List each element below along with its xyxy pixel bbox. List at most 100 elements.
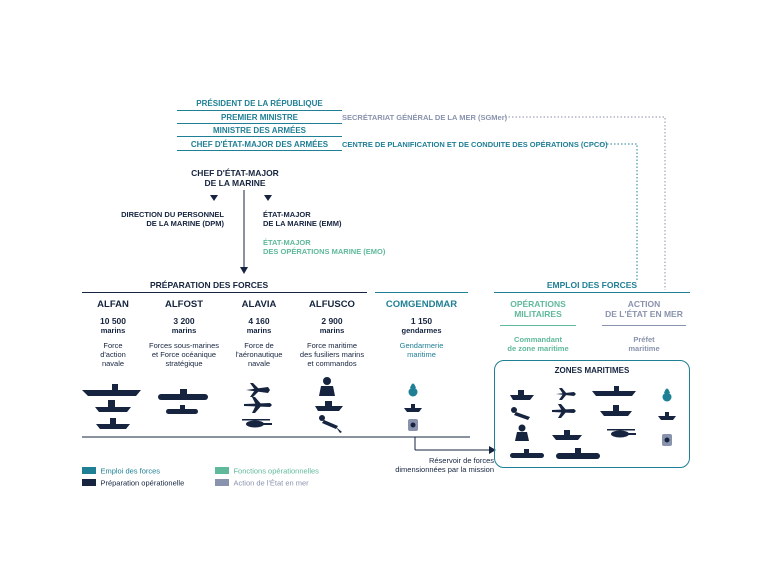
- action-sub: Préfet maritime: [596, 335, 692, 353]
- comgendmar-rule: [375, 292, 468, 293]
- force-name: ALFOST: [165, 299, 203, 310]
- action-line2: DE L'ÉTAT EN MER: [605, 309, 683, 319]
- force-count: 10 500: [100, 316, 126, 326]
- operations-rule: [500, 325, 576, 326]
- force-name: ALAVIA: [241, 299, 277, 310]
- sgmer-label: SECRÉTARIAT GÉNÉRAL DE LA MER (SGMer): [342, 113, 508, 122]
- helicopter-icon: [607, 429, 636, 438]
- force-comgendmar: COMGENDMAR 1 150 gendarmes Gendarmerie m…: [375, 299, 468, 359]
- reservoir-line2: dimensionnées par la mission: [395, 465, 494, 474]
- patrol-aircraft-icon: [244, 397, 272, 413]
- desc-line: Force: [103, 341, 123, 350]
- reservoir-line1: Réservoir de forces: [428, 456, 494, 465]
- emo-line1: ÉTAT-MAJOR: [263, 238, 311, 247]
- force-desc: Force maritime des fusiliers marins et c…: [294, 341, 370, 368]
- legend-swatch: [215, 479, 229, 487]
- force-desc: Force de l'aéronautique navale: [226, 341, 292, 368]
- patrol-ship-icon: [552, 430, 582, 440]
- desc-line: Force de: [244, 341, 274, 350]
- legend-label: Emploi des forces: [100, 466, 161, 476]
- force-alfusco: ALFUSCO 2 900 marins Force maritime des …: [294, 299, 370, 368]
- president-label: PRÉSIDENT DE LA RÉPUBLIQUE: [196, 99, 323, 108]
- operations-militaires: OPÉRATIONS MILITAIRES Commandant de zone…: [494, 299, 582, 353]
- emploi-title: EMPLOI DES FORCES: [546, 280, 638, 290]
- frigate-icon: [600, 405, 632, 416]
- patrol-ship-icon: [96, 418, 130, 429]
- desc-line: et Force océanique: [151, 350, 217, 359]
- gendarmerie-boat-icon: [658, 412, 676, 420]
- helicopter-icon: [242, 419, 272, 428]
- desc-line: Force maritime: [306, 341, 357, 350]
- premier-ministre-label: PREMIER MINISTRE: [221, 113, 298, 122]
- cpco-label: CENTRE DE PLANIFICATION ET DE CONDUITE D…: [342, 140, 608, 149]
- legend-item: Fonctions opérationnelles: [215, 462, 319, 480]
- submarine-small-icon: [166, 405, 198, 414]
- hierarchy-divider: [177, 136, 342, 137]
- gendarmerie-grenade-icon: [408, 383, 418, 397]
- operations-sub2: de zone maritime: [507, 344, 569, 353]
- desc-line: navale: [101, 359, 125, 368]
- legend-item: Emploi des forces: [82, 462, 160, 480]
- hierarchy-divider: [177, 110, 342, 111]
- cemm-line2: DE LA MARINE: [204, 178, 266, 188]
- desc-line: maritime: [407, 350, 436, 359]
- diver-icon: [511, 407, 530, 420]
- desc-line: d'action: [100, 350, 126, 359]
- emm-label: ÉTAT-MAJOR DE LA MARINE (EMM): [263, 210, 341, 228]
- action-line1: ACTION: [627, 299, 661, 309]
- commando-icon: [515, 424, 529, 441]
- desc-line: navale: [247, 359, 271, 368]
- desc-line: Gendarmerie: [399, 341, 444, 350]
- action-rule: [602, 325, 686, 326]
- force-unit: marins: [100, 326, 126, 335]
- force-name: ALFAN: [97, 299, 129, 310]
- force-desc: Forces sous-marines et Force océanique s…: [144, 341, 224, 368]
- reservoir-label: Réservoir de forces dimensionnées par la…: [366, 456, 494, 474]
- aircraft-carrier-icon: [592, 386, 636, 396]
- emo-label: ÉTAT-MAJOR DES OPÉRATIONS MARINE (EMO): [263, 238, 385, 256]
- force-count: 4 160: [248, 316, 270, 326]
- preparation-title: PRÉPARATION DES FORCES: [150, 280, 269, 290]
- commando-icon: [319, 377, 335, 396]
- action-sub2: maritime: [628, 344, 660, 353]
- operations-line2: MILITAIRES: [514, 309, 562, 319]
- force-count: 2 900: [321, 316, 343, 326]
- desc-line: l'aéronautique: [235, 350, 283, 359]
- force-desc: Gendarmerie maritime: [375, 341, 468, 359]
- legend-swatch: [215, 467, 229, 475]
- legend-swatch: [82, 467, 96, 475]
- force-alavia: ALAVIA 4 160 marins Force de l'aéronauti…: [226, 299, 292, 368]
- diver-icon: [319, 415, 342, 433]
- desc-line: et commandos: [307, 359, 357, 368]
- force-name: COMGENDMAR: [385, 299, 458, 310]
- fighter-jet-icon: [556, 388, 576, 400]
- desc-line: stratégique: [165, 359, 203, 368]
- action-etat-mer: ACTION DE L'ÉTAT EN MER Préfet maritime: [596, 299, 692, 353]
- dpm-label: DIRECTION DU PERSONNEL DE LA MARINE (DPM…: [112, 210, 224, 228]
- cema-label: CHEF D'ÉTAT-MAJOR DES ARMÉES: [190, 140, 329, 149]
- desc-line: des fusiliers marins: [299, 350, 365, 359]
- submarine-icon: [510, 449, 544, 458]
- hierarchy-divider: [177, 123, 342, 124]
- force-unit: marins: [319, 326, 345, 335]
- legend-item: Action de l'État en mer: [215, 474, 309, 492]
- zones-maritimes-title: ZONES MARITIMES: [554, 366, 630, 375]
- operations-sub1: Commandant: [514, 335, 562, 344]
- operations-title: OPÉRATIONS MILITAIRES: [494, 299, 582, 319]
- operations-sub: Commandant de zone maritime: [494, 335, 582, 353]
- legend-label: Action de l'État en mer: [233, 478, 309, 488]
- submarine-small-icon: [556, 448, 600, 459]
- operations-line1: OPÉRATIONS: [510, 299, 566, 309]
- gendarmerie-badge-icon: [408, 419, 418, 431]
- zones-maritimes-box: [494, 360, 690, 468]
- aircraft-carrier-icon: [82, 384, 141, 396]
- submarine-icon: [158, 389, 208, 400]
- cemm-line1: CHEF D'ÉTAT-MAJOR: [191, 168, 279, 178]
- force-alfan: ALFAN 10 500 marins Force d'action naval…: [82, 299, 144, 368]
- action-sub1: Préfet: [633, 335, 655, 344]
- fighter-jet-icon: [246, 383, 270, 397]
- preparation-rule: [82, 292, 367, 293]
